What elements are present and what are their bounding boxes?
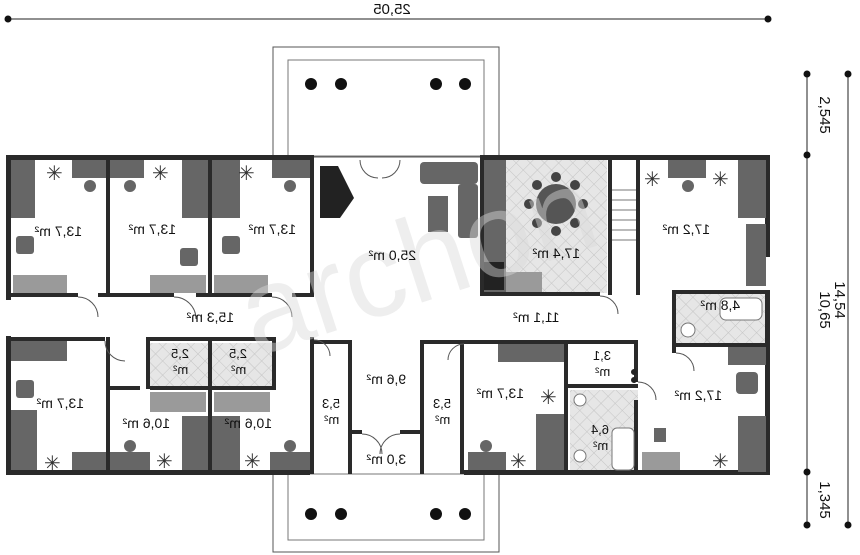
terrace-bottom [272, 473, 500, 553]
dimension-lines [4, 15, 852, 529]
area-kitchen: 17,4 m² [532, 245, 580, 261]
svg-text:✳: ✳ [152, 163, 169, 185]
svg-text:✳: ✳ [712, 169, 729, 191]
area-closet-r: 5,3 [433, 396, 451, 411]
svg-text:✳: ✳ [644, 169, 661, 191]
svg-text:✳: ✳ [44, 453, 61, 475]
area-bath-br: 6,4 [591, 422, 609, 437]
area-store-unit: m² [594, 364, 610, 379]
area-corridor-right: 11,1 m² [513, 309, 560, 325]
area-closet-l-unit: m² [323, 412, 339, 427]
area-wc-2-unit: m² [230, 362, 246, 377]
area-bath-tr: 4,8 m² [700, 297, 740, 313]
area-wc-2: 2,5 [229, 346, 247, 361]
area-bedroom-b2: 10,6 m² [122, 415, 170, 431]
area-hall: 9,6 m² [366, 371, 406, 387]
svg-text:✳: ✳ [238, 163, 255, 185]
area-bedroom-br: 17,2 m² [674, 387, 722, 403]
area-bedroom-tl1: 13,7 m² [34, 223, 82, 239]
area-bedroom-tr: 17,2 m² [662, 221, 710, 237]
door-swings [77, 159, 695, 455]
wc-tiles-1 [150, 343, 210, 386]
svg-text:✳: ✳ [156, 451, 173, 473]
dimension-right-bottom: 1,345 [816, 481, 833, 519]
svg-text:✳: ✳ [712, 451, 729, 473]
area-bath-br-unit: m² [592, 438, 608, 453]
dimension-right-top: 2,545 [816, 96, 833, 134]
dimension-total-width: 25,05 [373, 1, 411, 18]
area-vestibule: 3,0 m² [366, 451, 406, 467]
area-closet-r-unit: m² [434, 412, 450, 427]
area-bedroom-b4: 13,7 m² [476, 385, 524, 401]
svg-text:✳: ✳ [510, 451, 527, 473]
terrace-top [272, 46, 500, 158]
dimension-right-middle: 10,65 [816, 291, 833, 329]
area-bedroom-tl3: 13,7 m² [248, 221, 296, 237]
dimension-right-total: 14,54 [831, 281, 848, 319]
svg-text:✳: ✳ [540, 387, 557, 409]
area-wc-1: 2,5 [171, 346, 189, 361]
area-closet-l: 5,3 [322, 396, 340, 411]
area-bedroom-bl: 13,7 m² [36, 395, 84, 411]
svg-text:✳: ✳ [46, 163, 63, 185]
area-corridor-left: 15,3 m² [186, 309, 234, 325]
furniture: ✳ ✳ ✳ ✳ ✳ [11, 160, 766, 475]
area-store: 3,1 [593, 348, 611, 363]
svg-text:✳: ✳ [244, 451, 261, 473]
area-wc-1-unit: m² [172, 362, 188, 377]
walls [6, 155, 770, 475]
area-bedroom-b3: 10,6 m² [224, 415, 272, 431]
wc-tiles-2 [212, 343, 272, 386]
area-bedroom-tl2: 13,7 m² [128, 221, 176, 237]
area-living: 25,0 m² [368, 247, 416, 263]
